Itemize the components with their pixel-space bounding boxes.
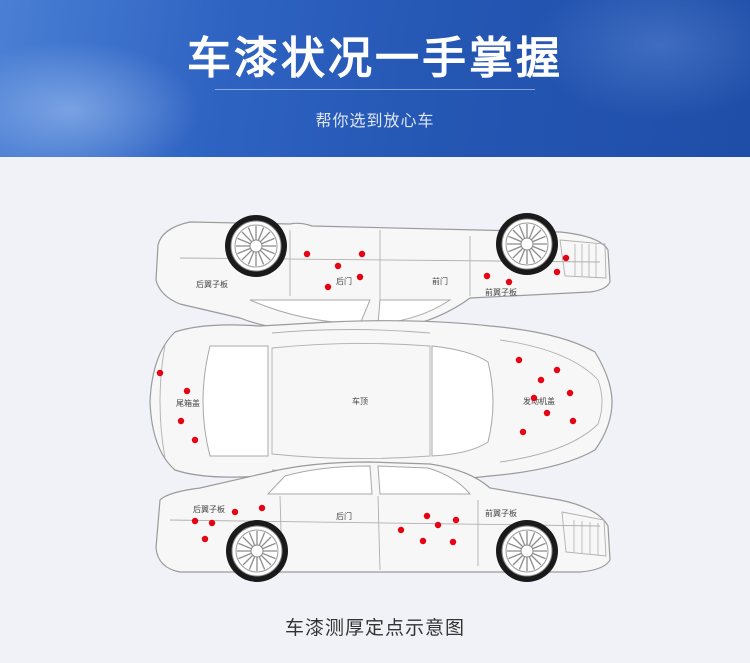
- measurement-point: [183, 387, 191, 395]
- label-rear-fender-bottom: 后翼子板: [193, 504, 225, 514]
- measurement-point: [452, 516, 460, 524]
- label-front-fender-bottom: 前翼子板: [485, 508, 517, 518]
- measurement-point: [530, 394, 538, 402]
- measurement-point: [515, 356, 523, 364]
- car-paint-diagram: 后翼子板 后门 前门 前翼子板 尾箱盖 车顶 发动机盖: [149, 212, 613, 583]
- measurement-point: [423, 512, 431, 520]
- measurement-point: [258, 504, 266, 512]
- measurement-point: [537, 376, 545, 384]
- measurement-point: [356, 273, 364, 281]
- measurement-point: [334, 262, 342, 270]
- banner-glow: [530, 0, 750, 120]
- label-roof: 车顶: [352, 396, 368, 406]
- title-divider: [215, 89, 535, 90]
- car-side-view-top: [155, 212, 611, 333]
- measurement-point: [419, 537, 427, 545]
- measurement-point: [434, 521, 442, 529]
- measurement-point: [505, 278, 513, 286]
- measurement-point: [177, 417, 185, 425]
- label-front-fender-top: 前翼子板: [485, 287, 517, 297]
- measurement-point: [208, 519, 216, 527]
- measurement-point: [191, 436, 199, 444]
- label-rear-door-top: 后门: [336, 276, 352, 286]
- measurement-point: [566, 389, 574, 397]
- car-side-view-bottom: [155, 461, 611, 583]
- header-banner: 车漆状况一手掌握 帮你选到放心车: [0, 0, 750, 157]
- measurement-point: [303, 250, 311, 258]
- measurement-point: [191, 517, 199, 525]
- measurement-point: [569, 417, 577, 425]
- measurement-point: [543, 409, 551, 417]
- measurement-point: [397, 526, 405, 534]
- label-hood: 发动机盖: [523, 396, 555, 406]
- banner-glow: [0, 40, 200, 157]
- measurement-point: [201, 535, 209, 543]
- label-trunk: 尾箱盖: [176, 398, 200, 408]
- measurement-point: [519, 428, 527, 436]
- measurement-point: [553, 268, 561, 276]
- measurement-point: [553, 366, 561, 374]
- car-top-view: [149, 320, 613, 482]
- measurement-point: [483, 272, 491, 280]
- measurement-point: [562, 254, 570, 262]
- page-title: 车漆状况一手掌握: [187, 33, 563, 84]
- measurement-point: [324, 283, 332, 291]
- label-rear-fender-top: 后翼子板: [196, 279, 228, 289]
- measurement-point: [156, 369, 164, 377]
- page-subtitle: 帮你选到放心车: [315, 111, 435, 130]
- measurement-points: [156, 250, 577, 546]
- measurement-point: [449, 538, 457, 546]
- measurement-point: [231, 508, 239, 516]
- measurement-point: [358, 250, 366, 258]
- diagram-caption: 车漆测厚定点示意图: [284, 617, 465, 639]
- label-front-door-top: 前门: [432, 276, 448, 286]
- label-rear-door-bottom: 后门: [336, 511, 352, 521]
